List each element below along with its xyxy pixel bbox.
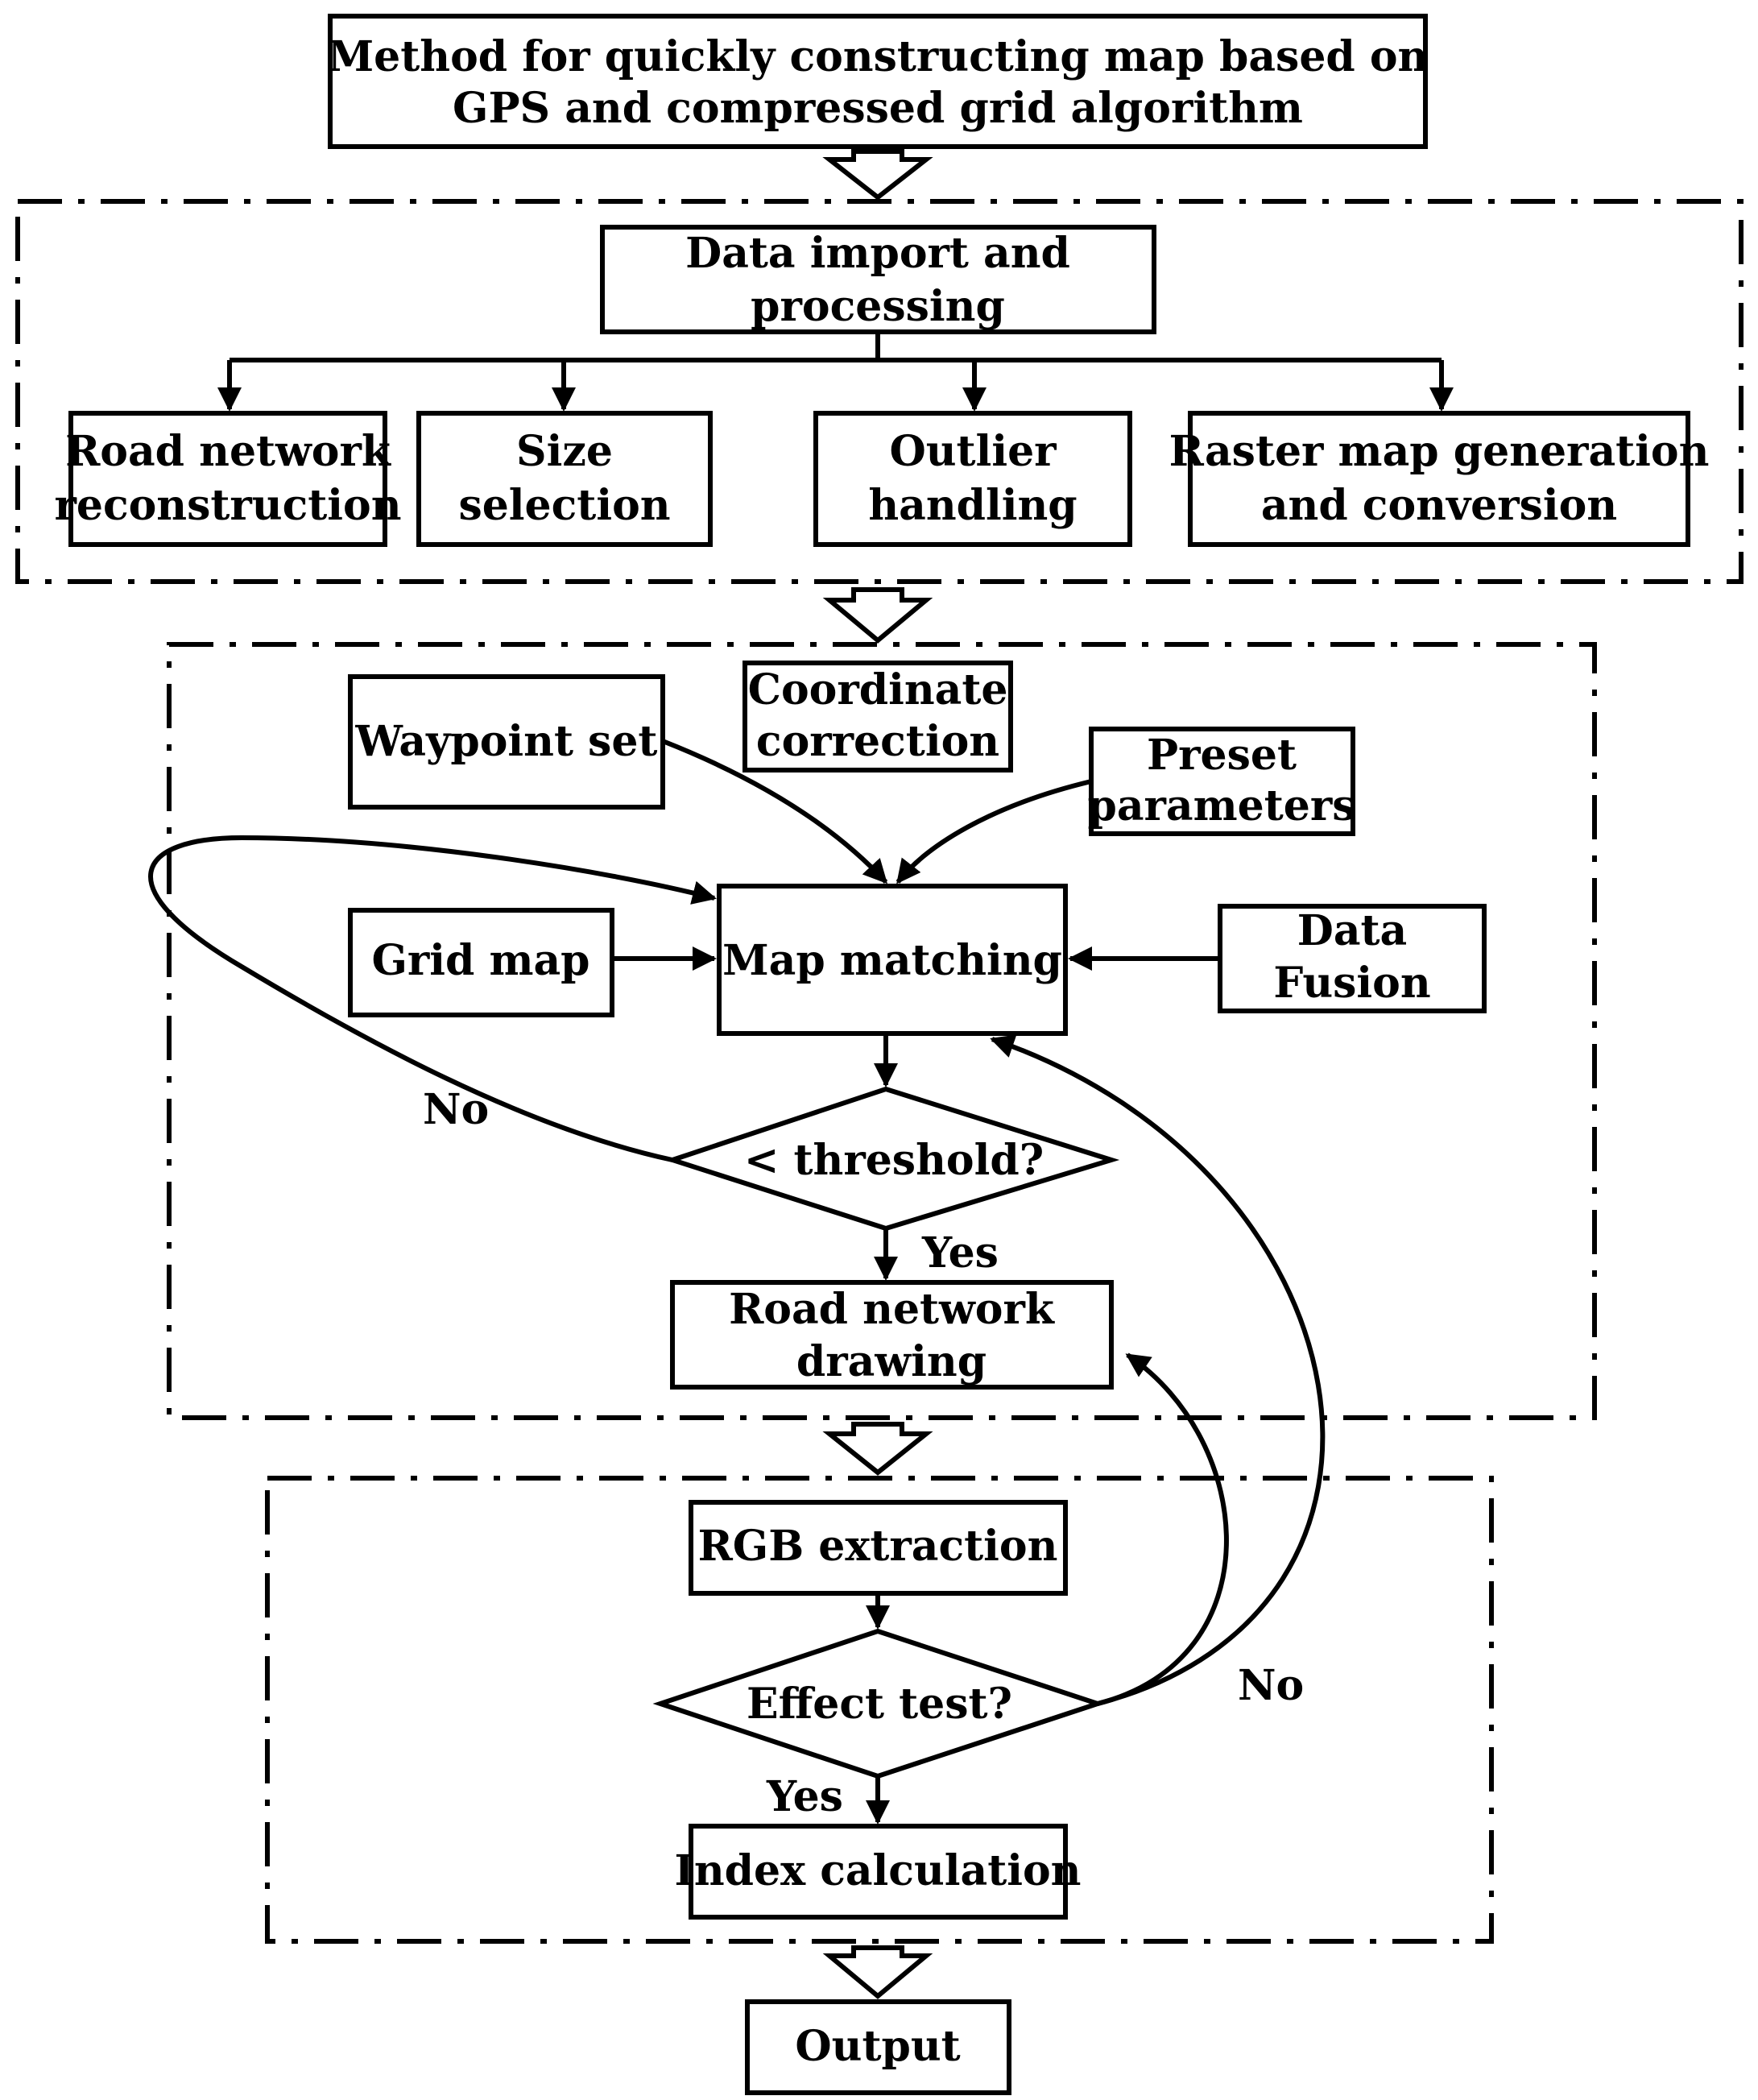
grid-map-box — [348, 908, 614, 1017]
outlier-handling-label-2: handling — [868, 481, 1077, 530]
outlier-handling-box — [813, 411, 1132, 547]
data-fusion-label-2: Fusion — [1273, 959, 1430, 1008]
coordinate-correction-label-2: correction — [756, 717, 999, 766]
output-box — [745, 1999, 1011, 2095]
outlier-handling-label-1: Outlier — [889, 427, 1057, 476]
size-selection-box — [416, 411, 713, 547]
grid-map-label: Grid map — [371, 936, 589, 985]
arrow-waypoint-to-map-matching — [661, 739, 888, 884]
stage-arrow-3 — [822, 1422, 933, 1476]
data-import-label-2: processing — [751, 282, 1005, 331]
coordinate-correction-label-1: Coordinate — [748, 665, 1008, 714]
stage-2-group — [167, 642, 1597, 1420]
title-line-1: Method for quickly constructing map base… — [328, 32, 1429, 81]
threshold-yes-label: Yes — [921, 1228, 999, 1278]
threshold-no-label: No — [423, 1085, 489, 1134]
rgb-extraction-label: RGB extraction — [698, 1522, 1058, 1571]
effect-test-yes-label: Yes — [766, 1772, 843, 1821]
no-feedback-to-road-network-drawing — [1097, 1352, 1229, 1706]
no-feedback-to-map-matching — [990, 1034, 1326, 1706]
index-calculation-label: Index calculation — [675, 1846, 1082, 1895]
effect-test-no-label: No — [1238, 1661, 1304, 1710]
data-import-label-1: Data import and — [685, 229, 1070, 278]
road-network-reconstruction-label-1: Road network — [65, 427, 391, 476]
stage-arrow-4 — [822, 1945, 933, 1999]
title-line-2: GPS and compressed grid algorithm — [453, 84, 1303, 133]
road-network-drawing-label-2: drawing — [796, 1337, 987, 1386]
output-label: Output — [795, 2022, 960, 2071]
map-matching-label: Map matching — [722, 936, 1062, 985]
raster-map-label-2: and conversion — [1261, 481, 1617, 530]
data-fusion-label-1: Data — [1297, 906, 1408, 955]
road-network-drawing-box — [670, 1280, 1114, 1390]
road-network-reconstruction-box — [68, 411, 387, 547]
size-selection-label-2: selection — [458, 481, 670, 530]
raster-map-box — [1188, 411, 1690, 547]
stage-arrow-1 — [822, 149, 933, 201]
raster-map-label-1: Raster map generation — [1169, 427, 1710, 476]
waypoint-set-box — [348, 674, 665, 810]
preset-parameters-label-2: parameters — [1087, 781, 1355, 830]
road-network-reconstruction-label-2: reconstruction — [54, 481, 401, 530]
preset-parameters-box — [1089, 727, 1355, 836]
size-selection-label-1: Size — [516, 427, 613, 476]
effect-test-label: Effect test? — [747, 1680, 1012, 1729]
preset-parameters-label-1: Preset — [1147, 731, 1297, 780]
stage-1-group — [15, 199, 1744, 584]
stage-3-group — [265, 1476, 1494, 1944]
road-network-drawing-label-1: Road network — [729, 1285, 1055, 1334]
stage-arrow-2 — [822, 587, 933, 644]
index-calculation-box — [689, 1824, 1068, 1920]
arrow-preset-to-map-matching — [896, 779, 1092, 884]
no-loop-threshold-to-map-matching — [148, 835, 717, 1162]
data-fusion-box — [1218, 904, 1487, 1013]
title-box — [328, 14, 1428, 149]
coordinate-correction-box — [742, 661, 1013, 772]
threshold-label: < threshold? — [744, 1136, 1044, 1185]
map-matching-box — [717, 884, 1068, 1036]
waypoint-set-label: Waypoint set — [355, 717, 658, 766]
